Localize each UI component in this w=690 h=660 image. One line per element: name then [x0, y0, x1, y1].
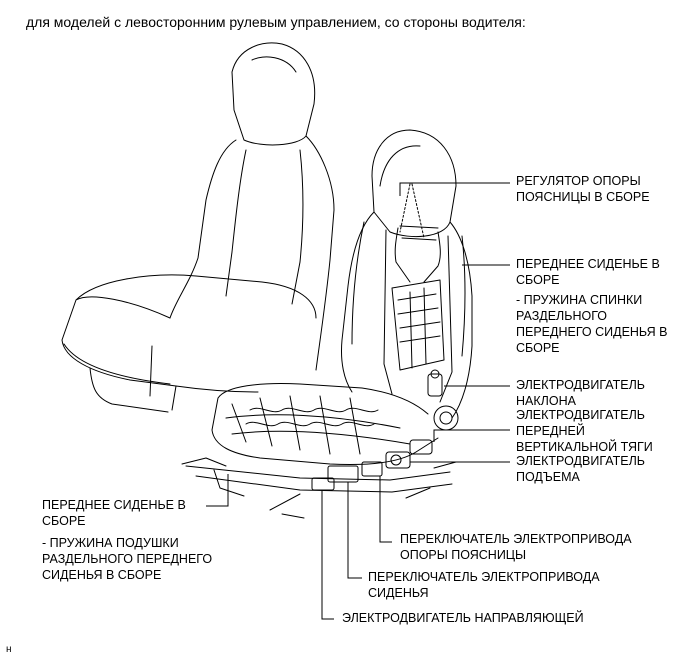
- label-cushion-spring: - ПРУЖИНА ПОДУШКИ РАЗДЕЛЬНОГО ПЕРЕДНЕГО …: [42, 536, 213, 582]
- recline-motor: [427, 373, 443, 397]
- leader-front-vertical-motor: [433, 429, 510, 442]
- leader-lumbar-regulator: [399, 182, 510, 196]
- label-front-vertical-motor: ЭЛЕКТРОДВИГАТЕЛЬ ПЕРЕДНЕЙ ВЕРТИКАЛЬНОЙ Т…: [516, 408, 653, 454]
- rear-seat-backrest: [169, 135, 335, 371]
- label-seat-switch: ПЕРЕКЛЮЧАТЕЛЬ ЭЛЕКТРОПРИВОДА СИДЕНЬЯ: [368, 570, 600, 600]
- label-front-seat-assembly-top: ПЕРЕДНЕЕ СИДЕНЬЕ В СБОРЕ: [516, 257, 660, 287]
- lumbar-support-wires: [394, 225, 441, 283]
- label-seatback-spring: - ПРУЖИНА СПИНКИ РАЗДЕЛЬНОГО ПЕРЕДНЕГО С…: [516, 293, 668, 355]
- label-lumbar-regulator: РЕГУЛЯТОР ОПОРЫ ПОЯСНИЦЫ В СБОРЕ: [516, 174, 650, 204]
- lifter-motor: [385, 451, 411, 469]
- front-seat-cushion-frame: [211, 383, 439, 465]
- front-seat-backrest: [341, 211, 473, 419]
- label-lumbar-switch: ПЕРЕКЛЮЧАТЕЛЬ ЭЛЕКТРОПРИВОДА ОПОРЫ ПОЯСН…: [400, 532, 632, 562]
- recliner-mechanism: [433, 405, 459, 431]
- rear-seat-headrest: [231, 42, 316, 146]
- slide-motor: [311, 477, 335, 491]
- seat-rails: [181, 457, 457, 511]
- label-recline-motor: ЭЛЕКТРОДВИГАТЕЛЬ НАКЛОНА: [516, 378, 645, 408]
- rear-seat-cushion: [61, 274, 317, 393]
- lumbar-support-plate: [391, 279, 445, 371]
- label-slide-motor: ЭЛЕКТРОДВИГАТЕЛЬ НАПРАВЛЯЮЩЕЙ: [342, 611, 584, 625]
- figure-mark: н: [6, 644, 12, 655]
- label-lifter-motor: ЭЛЕКТРОДВИГАТЕЛЬ ПОДЪЕМА: [516, 454, 645, 484]
- power-seat-switch: [327, 465, 359, 483]
- front-seat-headrest: [371, 129, 457, 238]
- leader-front-seat-left: [206, 474, 229, 507]
- label-front-seat-assembly-left: ПЕРЕДНЕЕ СИДЕНЬЕ В СБОРЕ: [42, 498, 186, 528]
- front-vertical-motor: [409, 439, 433, 455]
- leader-slide-motor: [321, 490, 334, 620]
- leader-lumbar-switch: [379, 476, 392, 543]
- lumbar-switch: [361, 461, 383, 477]
- leader-seat-switch: [347, 482, 362, 579]
- cushion-spring: [249, 407, 379, 413]
- diagram-heading: для моделей с левосторонним рулевым упра…: [26, 14, 526, 30]
